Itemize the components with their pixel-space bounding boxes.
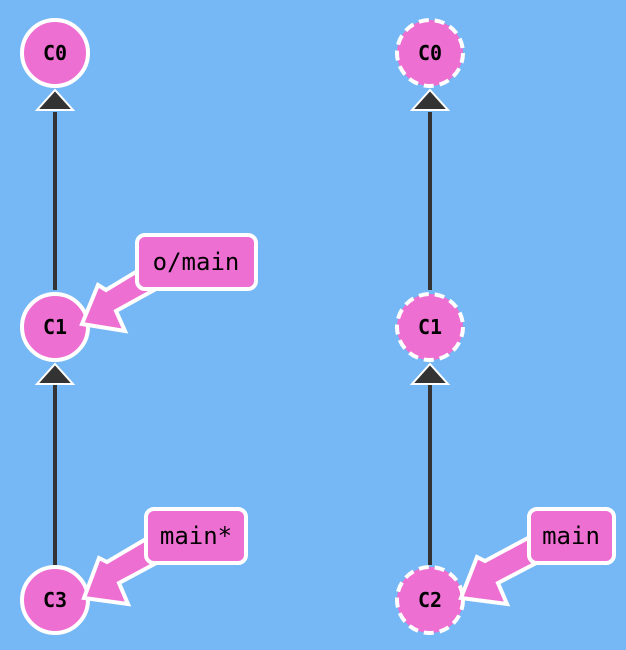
- edge-remote-c2-c1: [409, 362, 451, 565]
- commit-node-local-c0[interactable]: C0: [20, 18, 90, 88]
- commit-label: C0: [418, 41, 442, 65]
- edge-local-c1-c0: [34, 88, 76, 290]
- branch-label: o/main: [153, 248, 240, 276]
- commit-label: C1: [418, 315, 442, 339]
- branch-tag-main-star[interactable]: main*: [81, 507, 248, 607]
- branch-tag-remote-main[interactable]: main: [458, 507, 616, 607]
- edge-remote-c1-c0: [409, 88, 451, 290]
- commit-node-local-c3[interactable]: C3: [20, 565, 90, 635]
- commit-node-remote-c0[interactable]: C0: [395, 18, 465, 88]
- branch-label: main: [542, 522, 600, 550]
- local-repo-graph: C0 C1 C3 o/main main*: [20, 18, 258, 635]
- branch-label: main*: [160, 522, 232, 550]
- commit-node-remote-c2[interactable]: C2: [395, 565, 465, 635]
- commit-label: C0: [43, 41, 67, 65]
- remote-repo-graph: C0 C1 C2 main: [395, 18, 616, 635]
- commit-label: C3: [43, 588, 67, 612]
- branch-tag-o-main[interactable]: o/main: [79, 233, 258, 334]
- commit-label: C2: [418, 588, 442, 612]
- commit-label: C1: [43, 315, 67, 339]
- commit-node-local-c1[interactable]: C1: [20, 292, 90, 362]
- commit-node-remote-c1[interactable]: C1: [395, 292, 465, 362]
- edge-local-c3-c1: [34, 362, 76, 565]
